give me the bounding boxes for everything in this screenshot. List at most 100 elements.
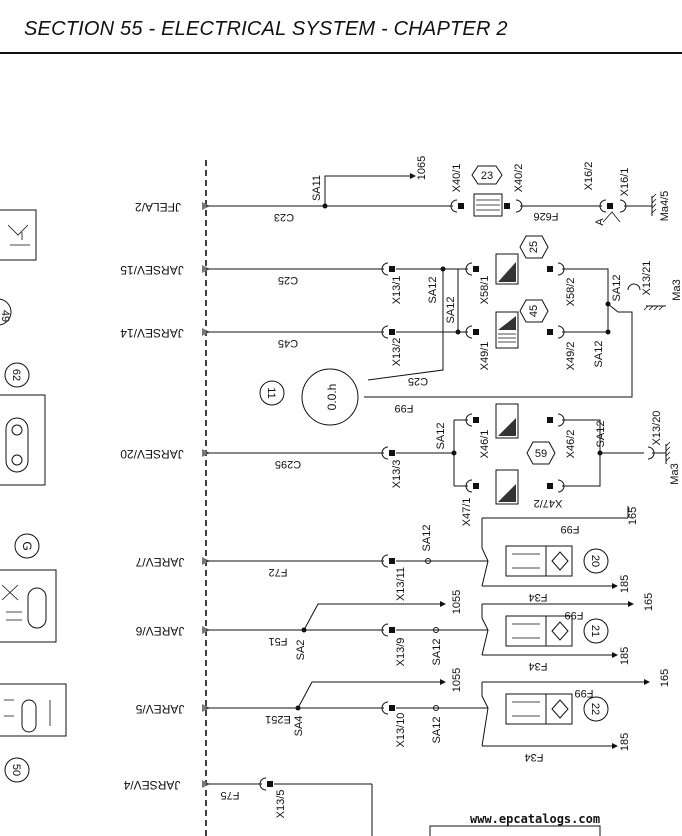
component-62-housing (0, 394, 46, 486)
terminal-label-X16-2: X16/2 (583, 162, 595, 191)
callout-22 (583, 696, 609, 722)
callout-20-label: 20 (589, 555, 601, 567)
circuit-row-5: F72 X13/11 SA12 F99 165 20 F34 185 (206, 506, 639, 603)
component-G-glyphs (1, 584, 22, 621)
terminal-label-X46-1: X46/1 (479, 430, 491, 459)
component-25-label: 25 (528, 241, 540, 253)
terminal-X13-11 (381, 554, 389, 568)
component-45-hex (519, 299, 549, 323)
component-25-body (495, 253, 519, 285)
ref-A-pointer (602, 211, 621, 223)
terminal-X58-1 (465, 262, 473, 276)
splice-label-SA11: SA11 (311, 175, 323, 201)
ref-185-a: 185 (619, 575, 631, 593)
connector-label-3: JARSEV/14 (120, 326, 184, 340)
terminal-label-X49-1: X49/1 (479, 342, 491, 371)
circuit-row-3: C45 X13/2 SA12 X49/1 45 X49/2 SA12 (206, 269, 611, 370)
wire-F99-20: F99 (561, 523, 580, 535)
callout-20 (583, 548, 609, 574)
component-59-label: 59 (535, 448, 547, 460)
terminal-X13-1 (381, 262, 389, 276)
partial-component-top-symbol (7, 224, 30, 246)
component-G-symbol (27, 587, 47, 629)
component-62-symbol (5, 417, 29, 473)
terminal-label-X40-2: X40/2 (513, 164, 525, 193)
connector-label-6: JAREV/6 (135, 624, 184, 638)
callout-50 (4, 757, 30, 783)
terminal-X13-21 (627, 283, 641, 291)
splice-label-SA12-d: SA12 (593, 341, 605, 368)
component-50-glyphs (4, 699, 51, 726)
ref-185-c: 185 (619, 733, 631, 751)
terminal-label-X16-1: X16/1 (619, 168, 631, 197)
terminal-label-X13-5: X13/5 (275, 790, 287, 819)
splice-label-SA12-h: SA12 (431, 639, 443, 666)
component-59-hex (526, 441, 556, 465)
connector-label-2: JARSEV/15 (120, 263, 184, 277)
terminal-label-X58-1: X58/1 (479, 276, 491, 305)
splice-label-SA12-f: SA12 (595, 421, 607, 448)
terminal-label-X49-2: X49/2 (565, 342, 577, 371)
component-59-upper-body (495, 403, 519, 439)
terminal-label-X13-9: X13/9 (395, 638, 407, 667)
ref-165-b: 165 (643, 593, 655, 611)
terminal-X16-2 (599, 199, 607, 213)
relay-22-body (505, 693, 573, 725)
connector-label-8: JARSEV/4 (123, 778, 180, 792)
splice-label-SA12-c: SA12 (445, 297, 457, 324)
terminal-label-X58-2: X58/2 (565, 278, 577, 307)
page-header: SECTION 55 - ELECTRICAL SYSTEM - CHAPTER… (0, 0, 682, 54)
splice-label-SA12-b: SA12 (611, 275, 623, 302)
wire-C45: C45 (278, 337, 298, 349)
wire-F99-21: F99 (565, 609, 584, 621)
terminal-X13-10 (381, 701, 389, 715)
component-45-body (495, 311, 519, 349)
partial-callout-49 (0, 298, 12, 326)
circuit-row-8: F75 X13/5 (206, 777, 601, 836)
terminal-X47-1 (465, 479, 473, 493)
terminal-label-X13-2: X13/2 (391, 338, 403, 367)
component-62-node-a (11, 424, 23, 436)
terminal-X49-1 (465, 325, 473, 339)
callout-G-label: G (20, 541, 34, 550)
wire-C25-low: C25 (408, 375, 428, 387)
terminal-X13-5 (259, 777, 267, 791)
circuit-row-2: C25 X13/1 SA12 X58/1 25 X58/2 SA12 X13/2… (206, 235, 682, 398)
callout-G (14, 533, 40, 559)
wire-C25-top: C25 (278, 274, 298, 286)
relay-20-body (505, 545, 573, 577)
hour-meter-display: 0.0.h (325, 384, 339, 411)
component-23-body (473, 193, 503, 217)
circuit-row-7: E251 SA4 1055 X13/10 SA12 F99 165 22 F34… (206, 668, 671, 763)
terminal-label-X47-1: X47/1 (461, 498, 473, 527)
splice-label-SA2: SA2 (295, 640, 307, 661)
connector-label-1: JFELA/2 (135, 200, 181, 214)
hour-meter-dial (301, 368, 359, 426)
relay-21-body (505, 615, 573, 647)
component-25-hex (519, 235, 549, 259)
section-title: SECTION 55 - ELECTRICAL SYSTEM - CHAPTER… (24, 18, 508, 40)
circuit-row-4: C295 X13/3 SA12 X46/1 X46/2 SA12 X13/20 … (206, 403, 681, 527)
partial-bottom-component (429, 825, 601, 836)
wire-F99-22: F99 (575, 687, 594, 699)
component-45-label: 45 (528, 305, 540, 317)
terminal-X13-3 (381, 446, 389, 460)
wire-F99-meter: F99 (395, 402, 414, 414)
terminal-label-X40-1: X40/1 (451, 164, 463, 193)
ref-165-c: 165 (659, 669, 671, 687)
ground-label-Ma4-5: Ma4/5 (659, 191, 671, 222)
component-23-label: 23 (481, 170, 493, 182)
terminal-label-X13-3: X13/3 (391, 460, 403, 489)
wire-F34-20: F34 (529, 591, 548, 603)
component-23-hex (471, 165, 503, 185)
terminal-label-X13-1: X13/1 (391, 276, 403, 305)
partial-component-top (0, 209, 37, 261)
callout-21-label: 21 (589, 625, 601, 637)
ref-185-b: 185 (619, 647, 631, 665)
callout-11-label: 11 (265, 387, 277, 398)
component-59-lower-body (495, 469, 519, 505)
ground-label-Ma3-top: Ma3 (671, 279, 682, 300)
terminal-X13-2 (381, 325, 389, 339)
ref-1055-b: 1055 (451, 668, 463, 692)
